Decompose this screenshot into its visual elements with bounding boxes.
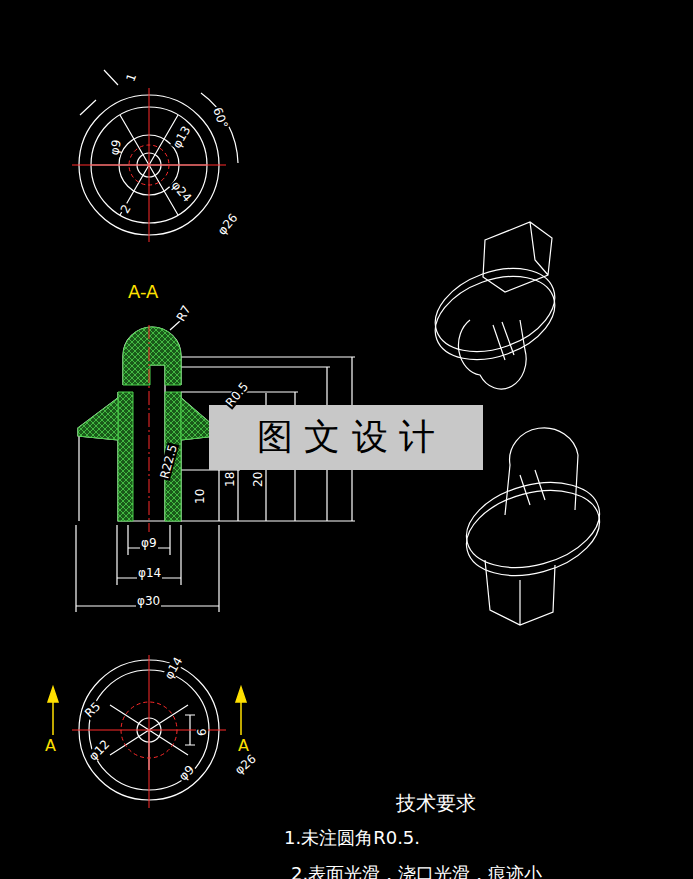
dimension-text: φ24 [169,178,194,205]
dimension-text: φ30 [136,595,161,607]
section-label: A [44,738,57,754]
dimension-text: φ26 [232,752,259,777]
section-label: A-A [127,283,159,301]
dimension-text: φ9 [176,763,197,784]
note-text: 1.未注圆角R0.5. [283,829,421,847]
watermark-box: 图 文 设 计 [209,405,483,470]
watermark-text: 图 文 设 计 [257,413,435,462]
dimension-text: 6 [196,727,208,737]
note-text: 2.表面光滑，浇口光滑，痕迹小 [290,865,543,879]
dimension-text: φ9 [140,537,158,549]
dimension-text: φ14 [162,654,185,682]
dimension-text: 18 [224,471,236,488]
dimension-text: 1 [124,71,139,84]
section-label: A [237,738,250,754]
note-text: 技术要求 [395,793,477,813]
dimension-text: φ9 [108,138,123,157]
dimension-text: φ14 [137,567,162,579]
dimension-text: 60° [211,105,230,131]
dimension-text: φ26 [215,211,240,238]
dimension-text: 20 [252,471,264,488]
dimension-text: R7 [174,302,193,324]
dimension-text: 10 [194,488,206,505]
dimension-text: φ13 [170,123,193,151]
